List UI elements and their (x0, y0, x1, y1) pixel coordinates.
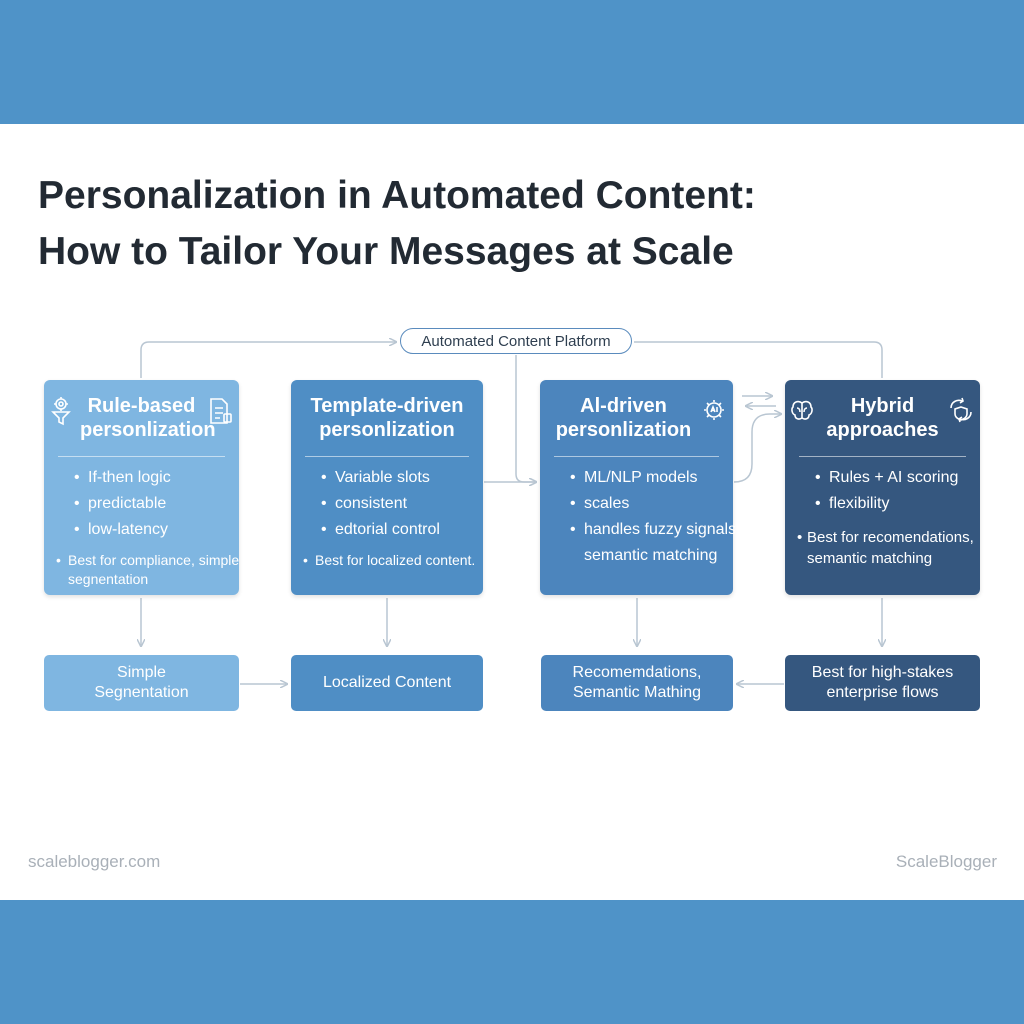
footer-url: scaleblogger.com (28, 852, 161, 871)
card-hybrid: Hybrid approaches Rules + AI scoring fle… (785, 380, 980, 595)
platform-label: Automated Content Platform (400, 328, 632, 354)
bullet: edtorial control (321, 517, 473, 543)
card-divider (305, 456, 469, 457)
bullet: Variable slots (321, 465, 473, 491)
title-line-2: How to Tailor Your Messages at Scale (38, 230, 734, 273)
brain-icon (789, 396, 815, 426)
shield-sync-icon (948, 396, 974, 426)
bullet: low-latency (74, 517, 229, 543)
result-recommendations: Recomemdations, Semantic Mathing (541, 655, 733, 711)
card-title: Template-driven personlization (310, 395, 464, 441)
card-title: Al-driven personlization (555, 395, 692, 441)
connector-ai-hybrid (733, 414, 781, 483)
card-note: Best for compliance, simple segnentation (54, 551, 239, 589)
bullet: predictable (74, 491, 229, 517)
bullet: handles fuzzy signals (570, 517, 736, 543)
card-bullets: ML/NLP models scales handles fuzzy signa… (550, 465, 736, 569)
footer-brand: ScaleBlogger (895, 852, 997, 871)
card-rule-based: Rule-based personlization If-then logic … (44, 380, 239, 595)
card-title: Rule-based personlization (80, 395, 216, 441)
bullet: If-then logic (74, 465, 229, 491)
result-simple-segmentation: Simple Segnentation (44, 655, 239, 711)
connector-platform-left (140, 342, 396, 378)
bullet: flexibility (815, 491, 970, 517)
card-ai-driven: Al-driven personlization ML/NLP models s… (540, 380, 736, 595)
card-bullets: If-then logic predictable low-latency (54, 465, 229, 543)
card-note: Best for localized content. (301, 551, 475, 570)
bullet: ML/NLP models (570, 465, 723, 491)
card-divider (799, 456, 966, 457)
card-template-driven: Template-driven personlization Variable … (291, 380, 483, 595)
gear-filter-icon (48, 396, 74, 426)
result-high-stakes: Best for high-stakes enterprise flows (785, 655, 980, 711)
title-line-1: Personalization in Automated Content: (38, 174, 756, 217)
bullet: Rules + AI scoring (815, 465, 970, 491)
connector-platform-ai (515, 355, 536, 482)
page-title: Personalization in Automated Content: Ho… (38, 168, 998, 280)
bullet: scales (570, 491, 723, 517)
top-band (0, 0, 1024, 124)
card-divider (554, 456, 719, 457)
bullet: consistent (321, 491, 473, 517)
card-divider (58, 456, 225, 457)
result-localized-content: Localized Content (291, 655, 483, 711)
bullet-continuation: semantic matching (584, 547, 718, 564)
card-title: Hybrid approaches (826, 395, 939, 441)
card-bullets: Rules + AI scoring flexibility (795, 465, 970, 517)
card-note: Best for recomendations, semantic matchi… (795, 527, 974, 569)
connector-platform-right (634, 341, 883, 378)
bottom-band (0, 900, 1024, 1024)
ai-gear-icon (701, 396, 727, 426)
card-bullets: Variable slots consistent edtorial contr… (301, 465, 473, 543)
document-list-icon (207, 396, 233, 426)
